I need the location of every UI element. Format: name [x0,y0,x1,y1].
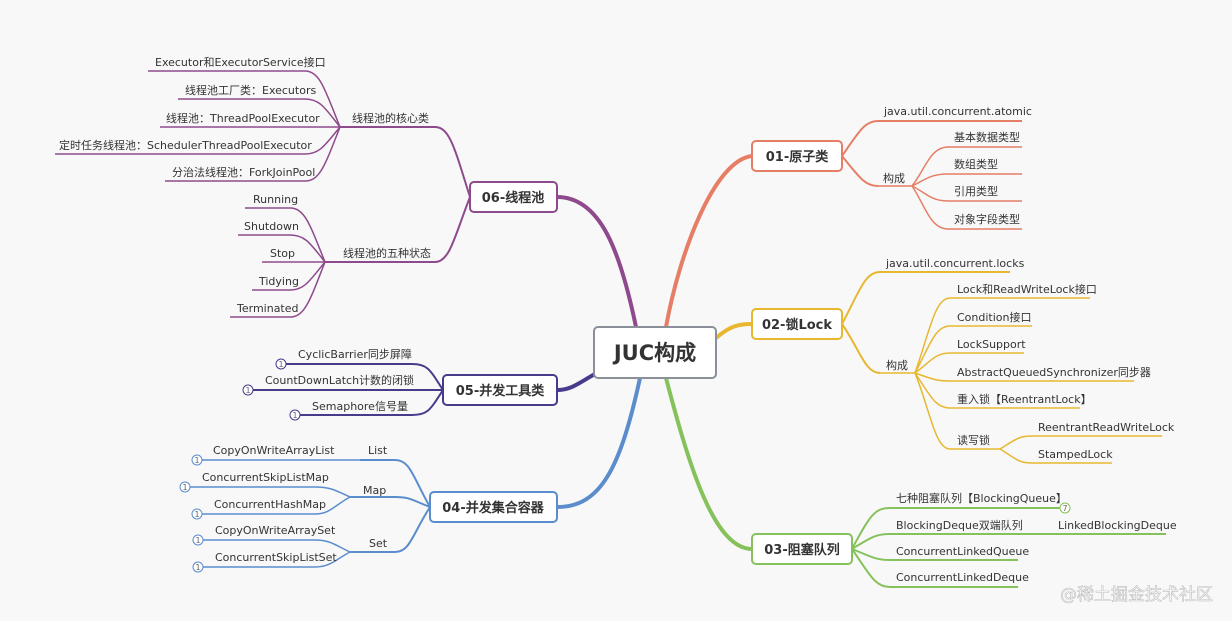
core-class-item-label: 线程池工厂类：Executors [185,83,316,97]
svg-text:1: 1 [292,411,297,420]
root-title: JUC构成 [612,341,696,365]
branch-03-queue [851,507,1166,588]
b02-compose-label: 构成 [886,358,908,372]
svg-text:1: 1 [245,386,250,395]
pool-state-item-label: Tidying [258,275,299,288]
b01-type-label: 引用类型 [954,184,998,198]
b01-type-label: 对象字段类型 [954,212,1020,226]
svg-text:1: 1 [194,456,199,465]
watermark: @稀土掘金技术社区 [1060,585,1213,605]
map-group-label: Map [363,484,386,497]
core-class-item-label: 分治法线程池：ForkJoinPool [172,165,315,179]
pool-states-label: 线程池的五种状态 [343,246,431,260]
branch-06-node[interactable]: 06-线程池 [469,181,558,213]
collection-item-label: ConcurrentSkipListMap [202,471,329,484]
branch-03-title: 03-阻塞队列 [764,542,840,558]
collection-count-badge[interactable]: 1 [192,561,204,573]
b03-item-label: ConcurrentLinkedQueue [896,545,1029,558]
collection-item-label: ConcurrentSkipListSet [215,551,337,564]
b03-item-label: ConcurrentLinkedDeque [896,571,1029,584]
svg-text:1: 1 [195,563,200,572]
branch-05-node[interactable]: 05-并发工具类 [442,374,558,406]
svg-text:1: 1 [278,360,283,369]
b02-item-label: Lock和ReadWriteLock接口 [957,283,1097,296]
core-class-item-label: 线程池：ThreadPoolExecutor [166,111,320,125]
rw-lock-label: 读写锁 [957,433,990,447]
tool-count-badge[interactable]: 1 [242,384,254,396]
root-node[interactable]: JUC构成 [593,326,717,379]
pool-state-item-label: Shutdown [244,220,299,233]
rw-lock-item-label: ReentrantReadWriteLock [1038,421,1175,434]
b02-item-label: 重入锁【ReentrantLock】 [957,392,1092,406]
branch-02-title: 02-锁Lock [762,317,832,333]
atomic-package-label: java.util.concurrent.atomic [883,105,1032,118]
pool-state-item-label: Terminated [236,302,299,315]
branch-01-atomic [841,120,1022,230]
core-classes-label: 线程池的核心类 [352,111,429,125]
branch-06-title: 06-线程池 [482,190,545,206]
branch-04-title: 04-并发集合容器 [442,500,544,516]
b01-type-label: 数组类型 [954,157,998,171]
list-group-label: List [368,444,388,457]
tool-item-label: Semaphore信号量 [312,400,408,413]
b03-badge-text: 7 [1062,504,1067,513]
b01-type-label: 基本数据类型 [954,130,1020,144]
branch-05-tools [252,363,444,416]
branch-05-title: 05-并发工具类 [456,383,545,399]
core-class-item-label: Executor和ExecutorService接口 [155,56,326,69]
tool-item-label: CountDownLatch计数的闭锁 [265,373,414,387]
tool-item-label: CyclicBarrier同步屏障 [298,347,412,361]
collection-count-badge[interactable]: 1 [192,534,204,546]
svg-text:1: 1 [194,510,199,519]
linked-blocking-deque-label: LinkedBlockingDeque [1058,519,1177,532]
tool-count-badge[interactable]: 1 [289,409,301,421]
branch-04-collections [190,459,431,568]
rw-lock-item-label: StampedLock [1038,448,1113,461]
collection-count-badge[interactable]: 1 [179,481,191,493]
root-connectors [555,154,754,551]
b02-item-label: LockSupport [957,338,1026,351]
locks-package-label: java.util.concurrent.locks [885,257,1025,270]
pool-state-item-label: Running [253,193,298,206]
b02-item-label: Condition接口 [957,311,1032,324]
pool-state-item-label: Stop [270,247,295,260]
b02-item-label: AbstractQueuedSynchronizer同步器 [957,366,1151,379]
branch-04-node[interactable]: 04-并发集合容器 [429,491,558,523]
branch-01-node[interactable]: 01-原子类 [751,140,843,172]
collection-item-label: ConcurrentHashMap [214,498,326,511]
b03-item-label: 七种阻塞队列【BlockingQueue】 [896,491,1067,505]
b03-item-label: BlockingDeque双端队列 [896,518,1023,532]
core-class-item-label: 定时任务线程池：SchedulerThreadPoolExecutor [59,138,312,152]
branch-02-node[interactable]: 02-锁Lock [751,308,843,340]
branch-03-node[interactable]: 03-阻塞队列 [751,533,853,565]
tool-count-badge[interactable]: 1 [275,358,287,370]
set-group-label: Set [369,537,388,550]
branch-01-title: 01-原子类 [766,149,829,165]
b03-count-badge[interactable]: 7 [1059,502,1071,514]
svg-text:1: 1 [182,483,187,492]
collection-count-badge[interactable]: 1 [191,508,203,520]
branch-06-threadpool [55,70,471,318]
branch-02-lock [841,271,1162,464]
b01-compose-label: 构成 [883,171,905,185]
svg-text:1: 1 [195,536,200,545]
collection-count-badge[interactable]: 1 [191,454,203,466]
collection-item-label: CopyOnWriteArrayList [213,444,335,457]
collection-item-label: CopyOnWriteArraySet [215,524,336,537]
